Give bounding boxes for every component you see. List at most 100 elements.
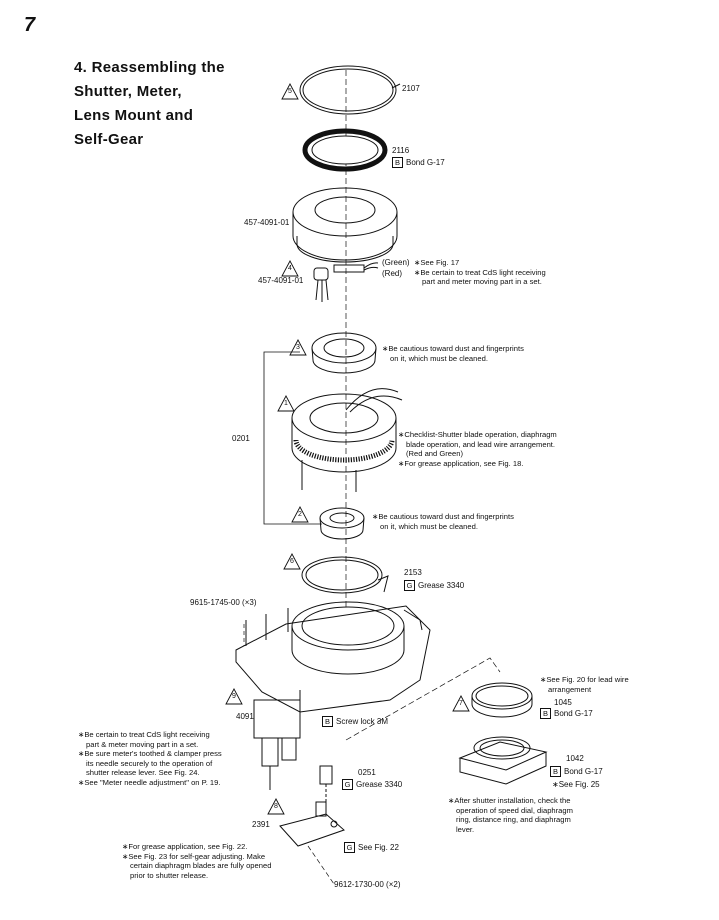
part-label-457-meter: 457-4091-01 (258, 276, 304, 285)
note-line: ∗Checklist-Shutter blade operation, diap… (398, 430, 557, 439)
part-label-4091: 4091 (236, 712, 254, 721)
part-label-457-top: 457-4091-01 (244, 218, 290, 227)
part-label-2153: 2153 (404, 568, 422, 577)
meter-note: ∗See Fig. 17 ∗Be certain to treat CdS li… (414, 258, 546, 287)
bond-label: Bond G-17 (564, 767, 603, 776)
type-box-b: B (322, 716, 333, 728)
note-line: ∗Be sure meter's toothed & clamper press (78, 749, 222, 759)
note-line: blade operation, and lead wire arrangeme… (406, 439, 556, 449)
note-line: ring, distance ring, and diaphragm (456, 815, 571, 825)
lens-group-2 (319, 507, 365, 540)
cds-note: ∗Be certain to treat CdS light receiving… (78, 730, 222, 788)
note-line: lever. (456, 824, 475, 834)
screwlock-label: Screw lock 3M (336, 717, 389, 726)
step-triangle: 4 (288, 265, 292, 272)
title-line: Lens Mount and (74, 107, 194, 124)
grease-label: Grease 3340 (356, 780, 403, 789)
note-line: ∗Be certain to treat CdS light receiving (414, 267, 546, 277)
note-line: ∗For grease application, see Fig. 22. (122, 842, 248, 851)
note-line: part and meter moving part in a set. (422, 277, 542, 287)
type-box-b: B (392, 157, 403, 169)
step-triangle: 6 (290, 558, 294, 565)
note-line: ∗See "Meter needle adjustment" on P. 19. (78, 777, 221, 787)
note-line: part & meter moving part in a set. (86, 739, 199, 749)
leadwire-note: ∗See Fig. 20 for lead wire arrangement (540, 675, 629, 694)
spring-ring-2153 (301, 556, 389, 594)
title-line: 4. Reassembling the (74, 59, 225, 76)
dust-note-2: ∗Be cautious toward dust and fingerprint… (372, 512, 514, 531)
ring-1045 (471, 682, 533, 718)
see-fig25: ∗See Fig. 25 (552, 780, 600, 789)
note-line: on it, which must be cleaned. (390, 353, 488, 363)
bottom-note: ∗For grease application, see Fig. 22. ∗S… (122, 842, 271, 880)
part-label-2116: 2116 (392, 146, 410, 155)
spring-0251 (319, 765, 333, 806)
dust-note-1: ∗Be cautious toward dust and fingerprint… (382, 344, 524, 363)
title-line: Shutter, Meter, (74, 83, 182, 100)
step-triangle: 8 (274, 803, 278, 810)
note-line: ∗See Fig. 20 for lead wire (540, 675, 629, 684)
screw-label-9612: 9612-1730-00 (×2) (334, 880, 401, 889)
grease-label: Grease 3340 (418, 581, 465, 590)
part-label-0251: 0251 (358, 768, 376, 777)
self-gear-2391 (279, 801, 345, 847)
shutter-unit-1 (291, 388, 403, 492)
wire-green-label: (Green) (382, 258, 410, 267)
type-box-b: B (550, 766, 561, 778)
mount-plate-1042 (458, 736, 548, 785)
step-triangle: 1 (284, 400, 288, 407)
note-line: shutter release lever. See Fig. 24. (86, 768, 200, 778)
step-triangle: 9 (232, 693, 236, 700)
note-line: ∗Be certain to treat CdS light receiving (78, 730, 210, 739)
wire-red-label: (Red) (382, 269, 403, 278)
note-line: operation of speed dial, diaphragm (456, 805, 573, 815)
page-number: 7 (24, 14, 36, 36)
type-box-g: G (344, 842, 355, 854)
type-box-g: G (342, 779, 353, 791)
type-box-b: B (540, 708, 551, 720)
title-line: Self-Gear (74, 131, 144, 148)
after-install-note: ∗After shutter installation, check the o… (448, 796, 573, 834)
bond-label: Bond G-17 (406, 158, 445, 167)
type-box-g: G (404, 580, 415, 592)
note-line: ∗After shutter installation, check the (448, 796, 571, 805)
note-line: certain diaphragm blades are fully opene… (130, 861, 272, 871)
see-fig22-label: See Fig. 22 (358, 843, 399, 852)
note-line: ∗See Fig. 17 (414, 258, 460, 267)
part-label-1042: 1042 (566, 754, 584, 763)
bond-label: Bond G-17 (554, 709, 593, 718)
ring-2107 (299, 65, 397, 115)
lens-mount-457 (292, 187, 398, 263)
note-line: ∗Be cautious toward dust and fingerprint… (372, 512, 514, 521)
step-triangle: 7 (459, 700, 463, 707)
part-label-2391: 2391 (252, 820, 270, 829)
screw-label-9615: 9615-1745-00 (×3) (190, 598, 257, 607)
part-label-1045: 1045 (554, 698, 572, 707)
part-label-2107: 2107 (402, 84, 420, 93)
step-triangle: 3 (296, 344, 300, 351)
step-triangle: 5 (288, 88, 292, 95)
cds-meter (313, 262, 379, 302)
checklist-note: ∗Checklist-Shutter blade operation, diap… (398, 430, 557, 468)
name-ring-2116 (302, 128, 388, 172)
lens-group-3 (311, 332, 377, 374)
note-line: ∗For grease application, see Fig. 18. (398, 458, 524, 468)
note-line: prior to shutter release. (130, 870, 209, 880)
step-triangle: 2 (298, 511, 302, 518)
note-line: ∗See Fig. 23 for self-gear adjusting. Ma… (122, 851, 266, 861)
meter-assembly-4091 (253, 690, 301, 790)
section-title: 4. Reassembling the Shutter, Meter, Lens… (74, 56, 225, 152)
note-line: (Red and Green) (406, 449, 463, 459)
note-line: ∗Be cautious toward dust and fingerprint… (382, 344, 524, 353)
note-line: on it, which must be cleaned. (380, 521, 478, 531)
lens-board-base (235, 601, 431, 713)
